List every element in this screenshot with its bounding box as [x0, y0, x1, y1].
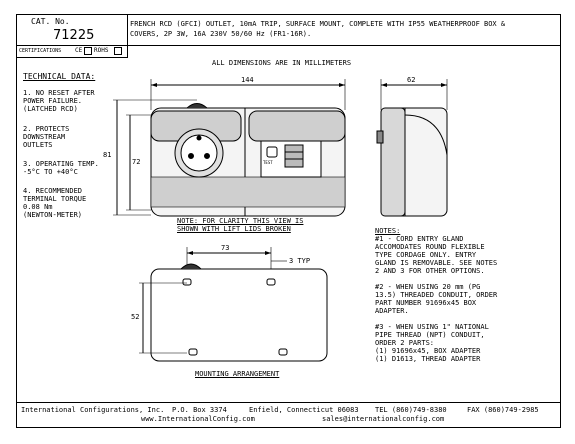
tech-item-1: 1. NO RESET AFTER POWER FAILURE. (LATCHE… [23, 89, 95, 113]
arrow-icon [381, 83, 387, 87]
note-line: (1) 91696x45, BOX ADAPTER [375, 347, 481, 355]
mounting-hole-icon [278, 348, 288, 356]
arrow-icon [265, 251, 271, 255]
tech-line: 3. OPERATING TEMP. [23, 160, 99, 168]
arrow-icon [441, 83, 447, 87]
rcd-switch-icon [284, 144, 304, 168]
tech-line: 0.08 Nm [23, 203, 53, 211]
po-box: P.O. Box 3374 [172, 406, 227, 414]
mounting-caption: MOUNTING ARRANGEMENT [195, 370, 280, 378]
catalog-box: CAT. No. 71225 [17, 15, 128, 46]
note-line: GLAND IS REMOVABLE. SEE NOTES [375, 259, 498, 267]
certifications-box: CERTIFICATIONS CE ROHS [17, 46, 128, 58]
depth-dim: 62 [407, 76, 416, 84]
hole-dim: 3 TYP [289, 257, 311, 265]
inner-height-dim: 72 [132, 158, 141, 166]
note-line: PART NUMBER 91696x45 BOX [375, 299, 477, 307]
description-box: FRENCH RCD (GFCI) OUTLET, 10mA TRIP, SUR… [128, 15, 560, 46]
checkbox-icon [114, 47, 122, 55]
checkbox-icon [84, 47, 92, 55]
tech-line: 1. NO RESET AFTER [23, 89, 95, 97]
tech-line: (LATCHED RCD) [23, 105, 78, 113]
cat-number: 71225 [53, 28, 95, 43]
spacing-dim: 73 [221, 244, 230, 252]
drawings [113, 79, 448, 362]
drawing-sheet: CAT. No. 71225 FRENCH RCD (GFCI) OUTLET,… [16, 14, 561, 428]
notes-title: NOTES: [375, 227, 401, 235]
certifications-label: CERTIFICATIONS [19, 48, 62, 54]
arrow-icon [339, 83, 345, 87]
technical-title: TECHNICAL DATA: [23, 72, 96, 81]
city: Enfield, Connecticut 06083 [249, 406, 359, 414]
tech-line: 4. RECOMMENDED [23, 187, 83, 195]
vertical-dim: 52 [131, 313, 140, 321]
tech-item-4: 4. RECOMMENDED TERMINAL TORQUE 0.08 Nm (… [23, 187, 86, 219]
cat-label: CAT. No. [31, 17, 70, 26]
tech-line: 2. PROTECTS [23, 125, 70, 133]
mounting-base [150, 268, 328, 362]
arrow-icon [151, 83, 157, 87]
note-line: PIPE THREAD (NPT) CONDUIT, [375, 331, 485, 339]
telephone: TEL (860)749-8380 [375, 406, 447, 414]
description-line-2: COVERS, 2P 3W, 16A 230V 50/60 Hz (FR1-16… [130, 30, 312, 38]
tech-line: -5°C TO +40°C [23, 168, 78, 176]
width-dim: 144 [241, 76, 254, 84]
tech-item-2: 2. PROTECTS DOWNSTREAM OUTLETS [23, 125, 69, 149]
view-note-2: SHOWN WITH LIFT LIDS BROKEN [177, 225, 291, 233]
note-line: #3 - WHEN USING 1" NATIONAL [375, 323, 489, 331]
note-line: ACCOMODATES ROUND FLEXIBLE [375, 243, 485, 251]
test-label: TEST [263, 160, 273, 165]
arrow-icon [187, 251, 193, 255]
outer-height-dim: 81 [103, 151, 112, 159]
footer: International Configurations, Inc. P.O. … [17, 402, 560, 427]
tech-line: (NEWTON-METER) [23, 211, 83, 219]
tech-line: POWER FAILURE. [23, 97, 83, 105]
dimensions-note: ALL DIMENSIONS ARE IN MILLIMETERS [212, 59, 352, 67]
website-link[interactable]: www.InternationalConfig.com [141, 415, 255, 423]
mounting-hole-icon [182, 278, 192, 286]
note-line: #2 - WHEN USING 20 mm (PG [375, 283, 481, 291]
note-line: TYPE CORDAGE ONLY. ENTRY [375, 251, 477, 259]
mounting-hole-icon [266, 278, 276, 286]
note-line: (1) D1613, THREAD ADAPTER [375, 355, 481, 363]
mounting-hole-icon [188, 348, 198, 356]
test-button [266, 146, 278, 158]
note-line: 13.5) THREADED CONDUIT, ORDER [375, 291, 498, 299]
company-name: International Configurations, Inc. [21, 406, 165, 414]
note-line: 2 AND 3 FOR OTHER OPTIONS. [375, 267, 485, 275]
email-link[interactable]: sales@internationalconfig.com [322, 415, 445, 423]
note-line: ORDER 2 PARTS: [375, 339, 435, 347]
view-note-1: NOTE: FOR CLARITY THIS VIEW IS [177, 217, 304, 225]
tech-line: OUTLETS [23, 141, 53, 149]
cert-rohs: ROHS [94, 47, 109, 54]
note-line: #1 - CORD ENTRY GLAND [375, 235, 464, 243]
note-line: ADAPTER. [375, 307, 409, 315]
fax: FAX (860)749-2985 [467, 406, 539, 414]
tech-line: DOWNSTREAM [23, 133, 66, 141]
cert-ce: CE [75, 47, 83, 54]
notes-block: NOTES: #1 - CORD ENTRY GLAND ACCOMODATES… [375, 227, 497, 363]
tech-line: TERMINAL TORQUE [23, 195, 87, 203]
description-line-1: FRENCH RCD (GFCI) OUTLET, 10mA TRIP, SUR… [130, 20, 506, 28]
tech-item-3: 3. OPERATING TEMP. -5°C TO +40°C [23, 160, 99, 176]
